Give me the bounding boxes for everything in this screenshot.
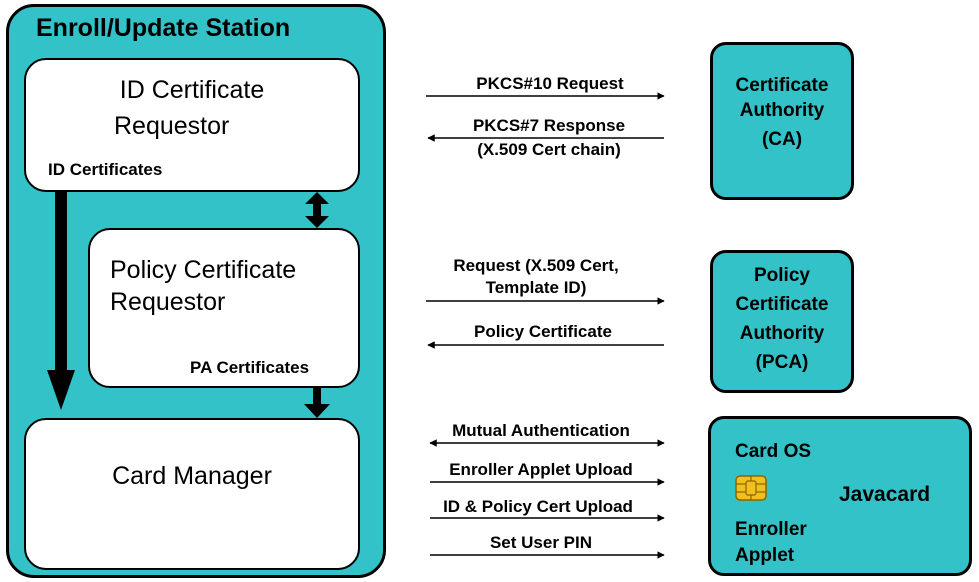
enroller-line1: Enroller [735,519,807,540]
pkcs7-label-line2: (X.509 Cert chain) [477,140,621,159]
policy-requestor-line2: Requestor [110,288,226,316]
mutual-auth-label: Mutual Authentication [452,421,630,440]
enroller-line2: Applet [735,545,795,566]
pkcs7-label-line1: PKCS#7 Response [472,116,626,135]
certificate-authority: Certificate Authority (CA) [710,42,854,200]
id-requestor-line1: ID Certificate [119,76,265,104]
requestor-link-arrow [305,192,329,228]
card-manager: Card Manager [24,418,360,570]
station-title: Enroll/Update Station [36,14,291,42]
id-certificate-requestor: ID Certificate Requestor ID Certificates [24,58,360,192]
id-certificates-caption: ID Certificates [48,160,163,179]
pa-certificates-caption: PA Certificates [190,358,310,377]
cert-upload-label: ID & Policy Cert Upload [443,497,633,516]
policy-certificate-requestor: Policy Certificate Requestor PA Certific… [88,228,360,388]
smartcard-chip-icon [735,475,767,501]
pkcs10-label: PKCS#10 Request [476,74,624,93]
policy-certificate-authority: Policy Certificate Authority (PCA) [710,250,854,393]
set-pin-label: Set User PIN [489,533,593,552]
pca-line1: Policy [754,265,810,286]
id-certificates-arrow [47,190,75,410]
card-os-label: Card OS [735,441,812,462]
ca-line2: Authority [739,100,825,121]
policy-certificate-label: Policy Certificate [474,322,612,341]
request-label-line1: Request (X.509 Cert, [453,256,619,275]
pca-line3: Authority [739,323,825,344]
ca-line1: Certificate [735,75,829,96]
pca-line2: Certificate [735,294,829,315]
javacard: Card OS Javacard Enroller Applet [708,416,972,576]
enroller-upload-label: Enroller Applet Upload [449,460,633,479]
request-label-line2: Template ID) [485,278,587,297]
pa-certificates-arrow [304,388,330,418]
id-requestor-line2: Requestor [114,112,230,140]
card-manager-label: Card Manager [112,462,272,490]
javacard-title: Javacard [839,483,931,506]
ca-line3: (CA) [761,129,803,150]
policy-requestor-line1: Policy Certificate [110,256,297,284]
pca-line4: (PCA) [755,352,809,373]
